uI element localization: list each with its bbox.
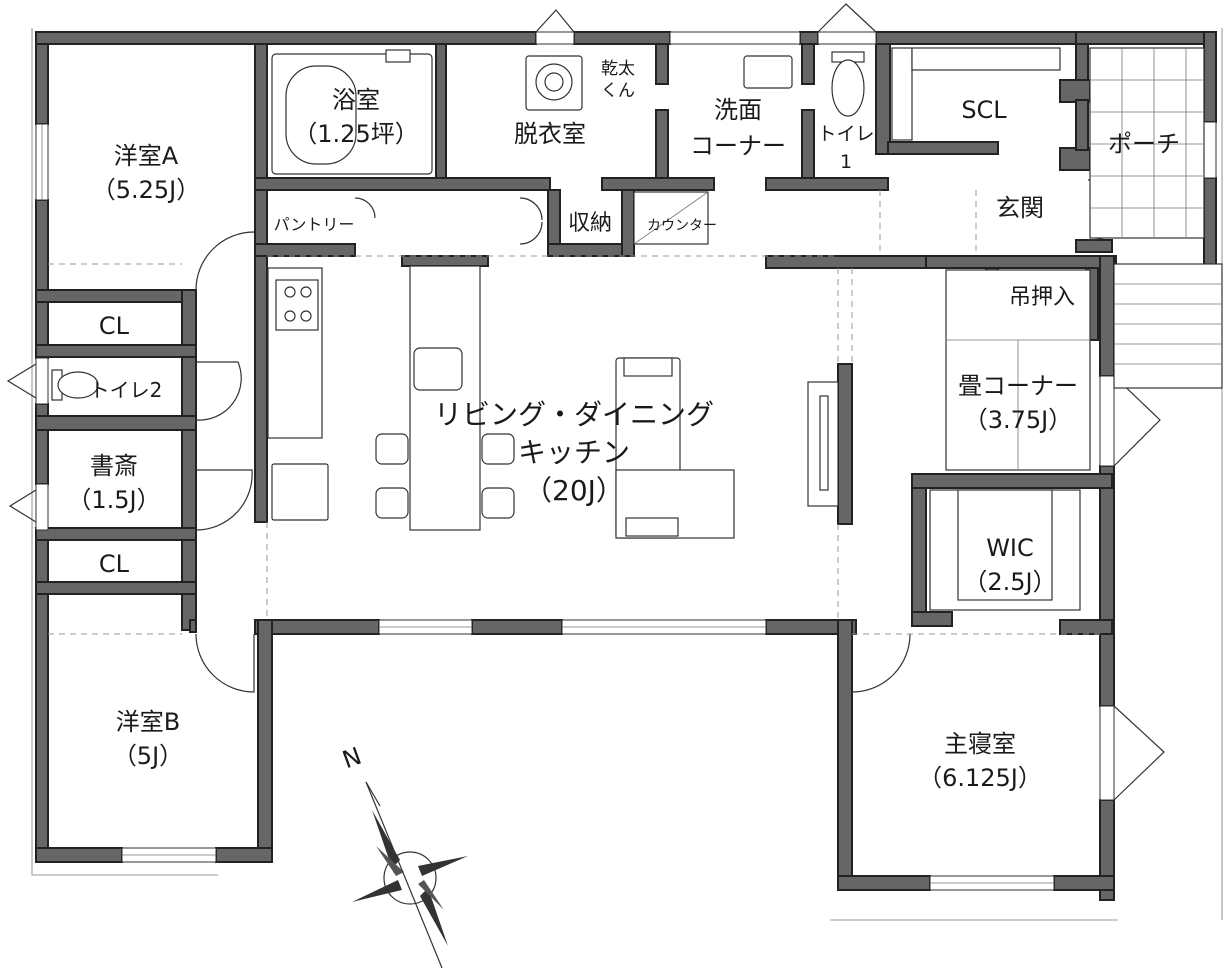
western-b-size: （5J）: [113, 742, 183, 770]
stove-icon: [284, 286, 312, 322]
tatami-name: 畳コーナー: [958, 372, 1078, 400]
dashed-lines: [48, 190, 1100, 635]
master-name: 主寝室: [944, 730, 1016, 758]
dryer-label-2: くん: [601, 81, 635, 101]
windows: [6, 3, 1217, 891]
study-size: （1.5J）: [67, 486, 160, 514]
ldk-line1: リビング・ダイニング: [434, 398, 714, 431]
kitchen-counter: [267, 267, 329, 521]
cl-lower-label: CL: [99, 550, 130, 578]
toilet2-label: トイレ2: [90, 378, 163, 402]
western-a-name: 洋室A: [114, 142, 179, 170]
tv-board: [807, 381, 839, 507]
porch-tiles: [1089, 47, 1205, 239]
toilet1-line1: トイレ: [817, 123, 874, 145]
toilet-icon: [831, 51, 865, 117]
bath-name: 浴室: [332, 86, 380, 114]
dressing-room: 脱衣室: [514, 120, 586, 148]
entrance-label: 玄関: [996, 194, 1044, 222]
storage-label: 収納: [568, 211, 612, 236]
toilet1-line2: 1: [840, 151, 852, 173]
counter-shelf: [633, 191, 709, 245]
bathtub-icon: [271, 49, 433, 175]
porch-label: ポーチ: [1108, 130, 1180, 158]
ldk-line2: キッチン: [518, 436, 630, 469]
wash-corner-2: コーナー: [690, 132, 786, 160]
sofa: [615, 357, 735, 539]
master-size: （6.125J）: [918, 764, 1042, 792]
tatami-size: （3.75J）: [964, 406, 1073, 434]
compass-rose-icon: [352, 781, 468, 968]
steps: [1113, 263, 1223, 389]
western-a-size: （5.25J）: [92, 176, 201, 204]
room-labels: 洋室A （5.25J） 浴室 （1.25坪） 脱衣室 乾太 くん 洗面 コーナー…: [67, 59, 1180, 792]
wic-name: WIC: [986, 534, 1034, 562]
scl-shelves: [891, 47, 1061, 141]
cl-upper-label: CL: [99, 312, 130, 340]
counter-label: カウンター: [647, 218, 717, 234]
bath-size: （1.25坪）: [293, 120, 418, 148]
wic-size: （2.5J）: [963, 568, 1056, 596]
sink-icon: [743, 55, 793, 89]
wash-corner-1: 洗面: [714, 96, 762, 124]
island-counter: [409, 265, 481, 531]
dining-chairs: [375, 433, 515, 519]
dryer-label-1: 乾太: [601, 59, 635, 79]
ldk-size: （20J）: [524, 474, 624, 507]
outer-outline: [31, 28, 1223, 921]
western-b-name: 洋室B: [116, 708, 180, 736]
scl-label: SCL: [961, 96, 1007, 124]
tatami-mats: [945, 269, 1091, 471]
pantry-label: パントリー: [274, 215, 355, 234]
wic-shelves: [929, 489, 1081, 611]
washing-machine-icon: [525, 55, 583, 111]
toilet2-icon: [51, 369, 99, 401]
north-label: N: [339, 742, 365, 774]
study-name: 書斎: [90, 452, 138, 480]
hanging-closet-label: 吊押入: [1009, 285, 1075, 310]
